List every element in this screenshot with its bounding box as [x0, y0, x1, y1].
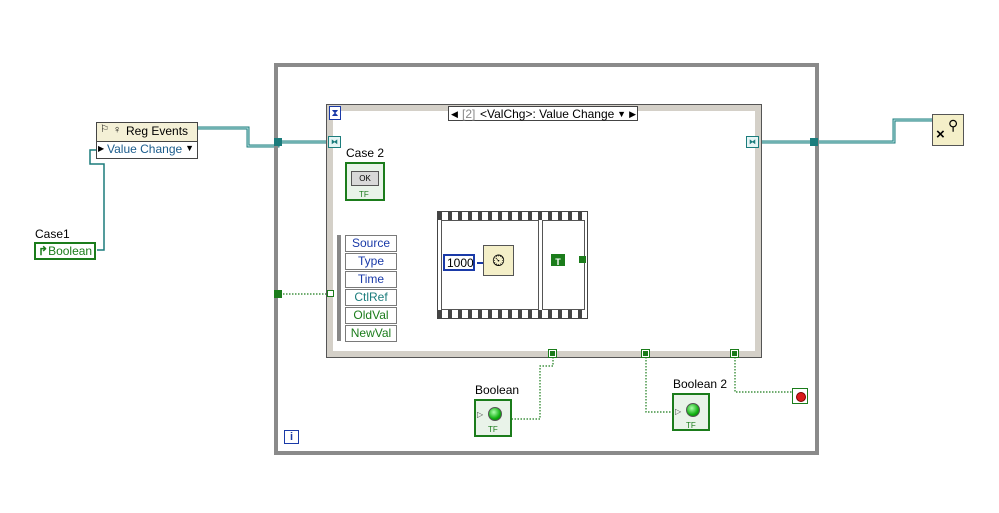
- selector-index: [2]: [462, 107, 476, 121]
- boolean2-tf: TF: [686, 421, 696, 430]
- wait-ms-wire: [477, 262, 485, 264]
- unregister-for-events-node[interactable]: × ⚲: [932, 114, 964, 146]
- bool-wire-boolean2[interactable]: [645, 354, 676, 413]
- stop-icon: [796, 392, 806, 402]
- boolean2-input-arrow-icon: ▷: [675, 407, 682, 416]
- selector-dropdown-icon[interactable]: ▼: [617, 109, 626, 119]
- case1-wire[interactable]: [89, 149, 105, 251]
- case2-label: Case 2: [346, 146, 385, 160]
- ok-button-text: OK: [359, 174, 371, 183]
- timeout-hourglass-icon[interactable]: ⧗: [329, 106, 341, 120]
- iteration-text: i: [289, 431, 294, 443]
- event-tunnel-out-2[interactable]: [641, 349, 650, 358]
- bool-wire-stop[interactable]: [734, 354, 792, 393]
- boolean1-label: Boolean: [475, 383, 520, 397]
- case1-label: Case1: [35, 227, 70, 241]
- register-for-events-node[interactable]: ⚐ ♀ Reg Events ▶ Value Change ▼: [96, 122, 198, 159]
- case2-button-terminal[interactable]: OK TF: [345, 162, 385, 201]
- event-data-newval[interactable]: NewVal: [345, 325, 397, 342]
- event-tunnel-out-3[interactable]: [730, 349, 739, 358]
- unregister-x-icon: ×: [936, 126, 945, 143]
- event-data-oldval[interactable]: OldVal: [345, 307, 397, 324]
- reg-events-title: Reg Events: [126, 124, 189, 138]
- boolean1-led-icon: [488, 407, 502, 421]
- boolean1-input-arrow-icon: ▷: [477, 410, 484, 419]
- reg-events-dropdown-icon[interactable]: ▼: [185, 143, 194, 153]
- ok-button-icon: OK: [351, 171, 379, 186]
- wait-ms-value: 1000: [447, 256, 474, 270]
- event-tunnel-bool-in[interactable]: [327, 290, 334, 297]
- true-constant-text: T: [555, 257, 561, 267]
- while-loop[interactable]: [274, 63, 819, 455]
- dynamic-event-terminal-right[interactable]: ⧓: [746, 136, 759, 148]
- case1-control-reference[interactable]: ↱Boolean: [34, 242, 96, 260]
- boolean1-indicator[interactable]: ▷ TF: [474, 399, 512, 437]
- seq-tunnel-out[interactable]: [579, 256, 586, 263]
- boolean2-label: Boolean 2: [673, 377, 728, 391]
- event-data-ctlref[interactable]: CtlRef: [345, 289, 397, 306]
- event-case-selector[interactable]: ◀ [2] <ValChg>: Value Change ▼ ▶: [448, 106, 638, 121]
- unregister-satellite-icon: ⚲: [948, 117, 959, 133]
- selector-next-arrow-icon[interactable]: ▶: [629, 109, 636, 119]
- true-constant[interactable]: T: [551, 254, 565, 267]
- boolean1-tf: TF: [488, 425, 498, 434]
- case1-control-text: Boolean: [48, 244, 93, 258]
- loop-tunnel-refnum-right[interactable]: [810, 138, 818, 146]
- reg-events-header: ⚐ ♀ Reg Events: [97, 123, 197, 142]
- wait-ms-constant[interactable]: 1000: [443, 254, 475, 271]
- bool-wire-boolean1[interactable]: [512, 354, 554, 420]
- selector-prev-arrow-icon[interactable]: ◀: [451, 109, 458, 119]
- wait-function-icon[interactable]: ⏲: [483, 245, 514, 276]
- tf-text: TF: [359, 190, 369, 199]
- reg-events-key-icon: ♀: [113, 124, 122, 136]
- event-data-source[interactable]: Source: [345, 235, 397, 252]
- event-tunnel-out-1[interactable]: [548, 349, 557, 358]
- loop-tunnel-bool[interactable]: [274, 290, 282, 298]
- dynamic-event-terminal-left[interactable]: ⧓: [328, 136, 341, 148]
- reference-arrow-icon: ↱: [38, 244, 49, 258]
- event-data-time[interactable]: Time: [345, 271, 397, 288]
- boolean2-led-icon: [686, 403, 700, 417]
- reg-events-field[interactable]: Value Change: [107, 142, 183, 156]
- event-data-node[interactable]: Source Type Time CtlRef OldVal NewVal: [337, 235, 397, 342]
- loop-tunnel-refnum-left[interactable]: [274, 138, 282, 146]
- loop-iteration-terminal[interactable]: i: [284, 430, 299, 444]
- reg-events-icon: ⚐: [100, 124, 109, 135]
- loop-stop-terminal[interactable]: [792, 388, 808, 404]
- selector-text: <ValChg>: Value Change: [480, 107, 615, 121]
- event-data-type[interactable]: Type: [345, 253, 397, 270]
- reg-events-field-arrow-icon: ▶: [98, 144, 105, 153]
- boolean2-indicator[interactable]: ▷ TF: [672, 393, 710, 431]
